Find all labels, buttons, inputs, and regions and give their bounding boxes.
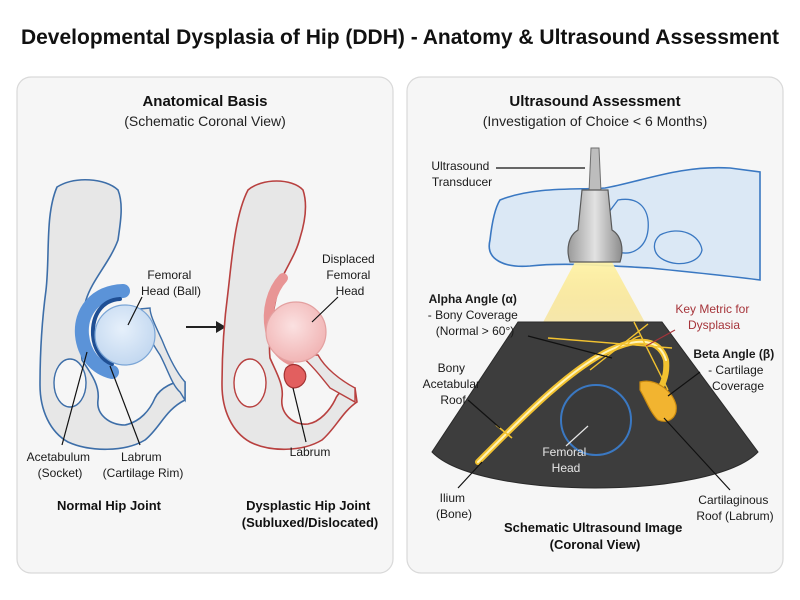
normal-hip-caption: Normal Hip Joint xyxy=(57,498,162,513)
alpha-angle-arc xyxy=(627,335,641,345)
transducer-label: Ultrasound Transducer xyxy=(431,159,492,189)
ultrasound-transducer xyxy=(567,147,623,263)
key-metric-leader xyxy=(645,329,676,347)
acetabulum-label: Acetabulum (Socket) xyxy=(27,450,94,480)
patient-foramen-sketch xyxy=(653,230,703,265)
normal-labrum-label: Labrum (Cartilage Rim) xyxy=(103,450,184,480)
normal-hip-illustration xyxy=(39,178,186,451)
normal-labrum xyxy=(90,297,122,366)
bony-acetabular-roof-label: Bony Acetabular Roof xyxy=(423,361,484,407)
labrum-leader xyxy=(109,365,141,446)
alpha-leader xyxy=(527,335,613,359)
acetabulum-leader xyxy=(61,351,88,446)
dysplastic-labrum-label: Labrum xyxy=(290,445,331,459)
key-metric-label: Key Metric for Dysplasia xyxy=(675,302,752,332)
normal-femoral-head-leader xyxy=(127,296,143,326)
us-femoral-head-label: Femoral Head xyxy=(542,445,589,475)
right-panel-subtitle: (Investigation of Choice < 6 Months) xyxy=(483,113,708,129)
ultrasound-caption: Schematic Ultrasound Image (Coronal View… xyxy=(504,520,686,552)
left-panel-title: Anatomical Basis xyxy=(142,93,267,110)
bony-roof-leader xyxy=(467,399,501,429)
normal-acetabulum xyxy=(74,284,130,379)
us-femoral-head-leader xyxy=(565,425,589,447)
alpha-angle-label: Alpha Angle (α) - Bony Coverage (Normal … xyxy=(428,290,523,338)
main-title: Developmental Dysplasia of Hip (DDH) - A… xyxy=(21,26,779,49)
dysplastic-obturator-foramen xyxy=(233,358,267,408)
dysplastic-hip-illustration xyxy=(221,180,358,451)
dysplastic-femoral-head xyxy=(265,301,327,363)
alpha-baseline xyxy=(547,337,673,349)
patient-hip-outline xyxy=(488,166,761,281)
ilium-label: Ilium (Bone) xyxy=(436,491,472,521)
cartilaginous-roof-label: Cartilaginous Roof (Labrum) xyxy=(696,493,773,523)
dysplastic-femur xyxy=(298,354,356,404)
dysplastic-labrum-leader xyxy=(292,387,307,443)
dysplastic-hip-caption: Dysplastic Hip Joint (Subluxed/Dislocate… xyxy=(242,498,379,530)
displaced-femoral-head-label: Displaced Femoral Head xyxy=(322,252,378,298)
beta-leader xyxy=(667,371,701,397)
ultrasound-beam xyxy=(540,262,648,328)
cartilage-roof-leader xyxy=(663,417,731,491)
normal-femoral-head-label: Femoral Head (Ball) xyxy=(141,268,201,298)
transducer-cable xyxy=(588,147,602,193)
dysplastic-labrum xyxy=(283,363,307,389)
transducer-body xyxy=(567,189,623,263)
right-panel-title: Ultrasound Assessment xyxy=(509,93,680,110)
normal-femoral-head xyxy=(94,304,156,366)
beta-line xyxy=(633,321,669,391)
left-panel-subtitle: (Schematic Coronal View) xyxy=(124,113,286,129)
ilium-leader xyxy=(457,461,483,489)
transition-arrow-head xyxy=(216,321,226,333)
ilium-bone-highlight xyxy=(477,340,667,463)
displaced-head-leader xyxy=(311,296,339,323)
beta-angle-label: Beta Angle (β) - Cartilage Coverage xyxy=(693,345,778,393)
ultrasound-femoral-head xyxy=(560,384,632,456)
cartilage-roof xyxy=(639,380,677,422)
normal-obturator-foramen xyxy=(53,358,87,408)
